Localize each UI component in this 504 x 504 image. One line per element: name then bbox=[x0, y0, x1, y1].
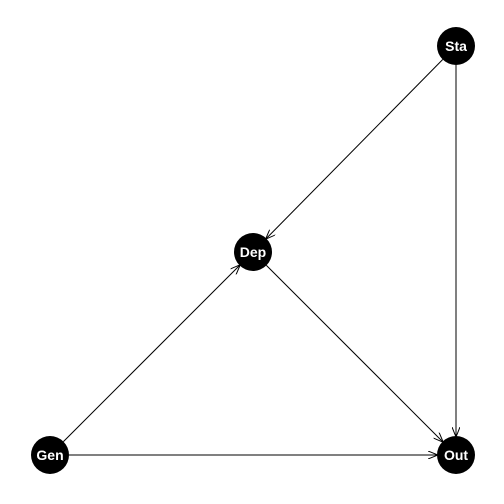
node-sta-label: Sta bbox=[445, 38, 467, 54]
node-dep-circle bbox=[234, 233, 272, 271]
node-out: Out bbox=[437, 436, 475, 474]
node-sta-circle bbox=[437, 27, 475, 65]
node-dep-label: Dep bbox=[240, 244, 266, 260]
node-gen-circle bbox=[31, 436, 69, 474]
node-gen-label: Gen bbox=[36, 447, 63, 463]
node-sta: Sta bbox=[437, 27, 475, 65]
node-dep: Dep bbox=[234, 233, 272, 271]
edge-sta-to-dep bbox=[266, 59, 444, 239]
node-out-label: Out bbox=[444, 447, 468, 463]
edge-gen-to-dep bbox=[63, 265, 239, 442]
nodes: Sta Dep Gen Out bbox=[31, 27, 475, 474]
node-out-circle bbox=[437, 436, 475, 474]
edge-dep-to-out bbox=[266, 265, 442, 441]
node-gen: Gen bbox=[31, 436, 69, 474]
edges bbox=[63, 59, 456, 456]
